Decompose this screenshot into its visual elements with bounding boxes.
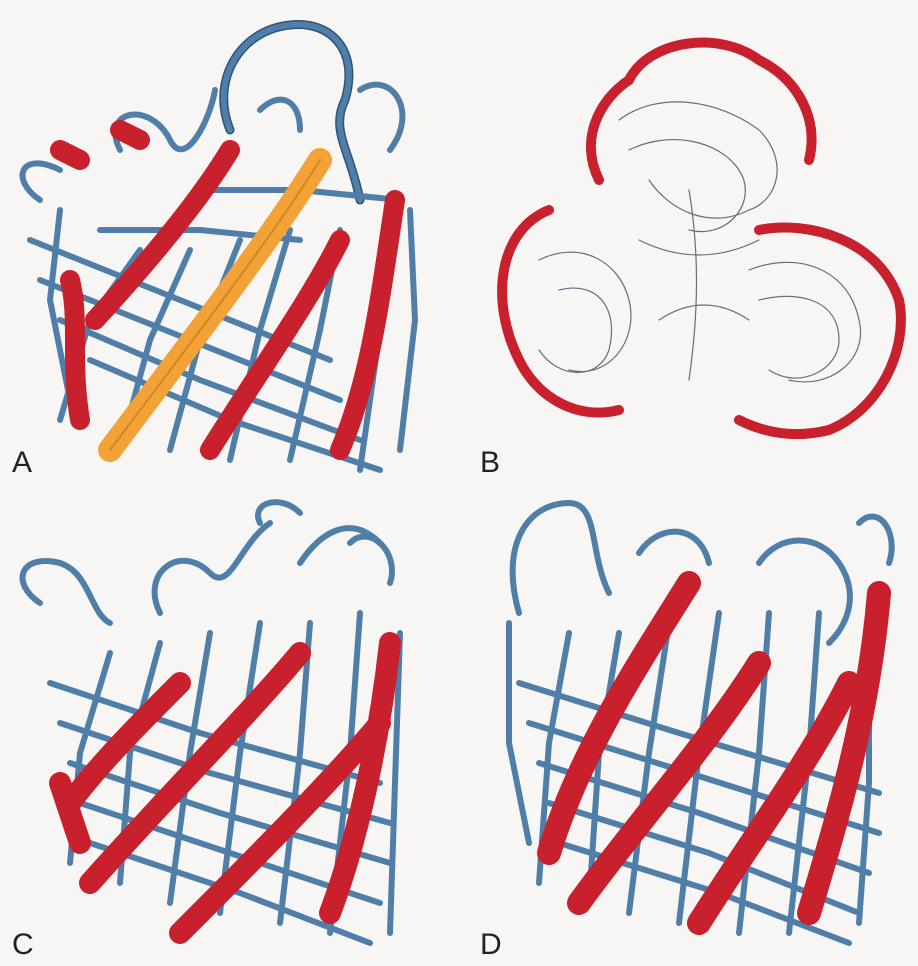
panel-d-structure: [459, 483, 918, 966]
panel-label-d: D: [480, 930, 502, 960]
panel-d: D: [459, 483, 918, 966]
panel-c: C: [0, 483, 459, 966]
panel-c-structure: [0, 483, 459, 966]
panel-b-structure: [459, 0, 918, 483]
panel-a: A: [0, 0, 459, 483]
panel-a-structure: [0, 0, 459, 483]
panel-label-c: C: [12, 930, 34, 960]
panel-b: B: [459, 0, 918, 483]
panel-label-b: B: [480, 448, 500, 478]
panel-label-a: A: [12, 448, 32, 478]
